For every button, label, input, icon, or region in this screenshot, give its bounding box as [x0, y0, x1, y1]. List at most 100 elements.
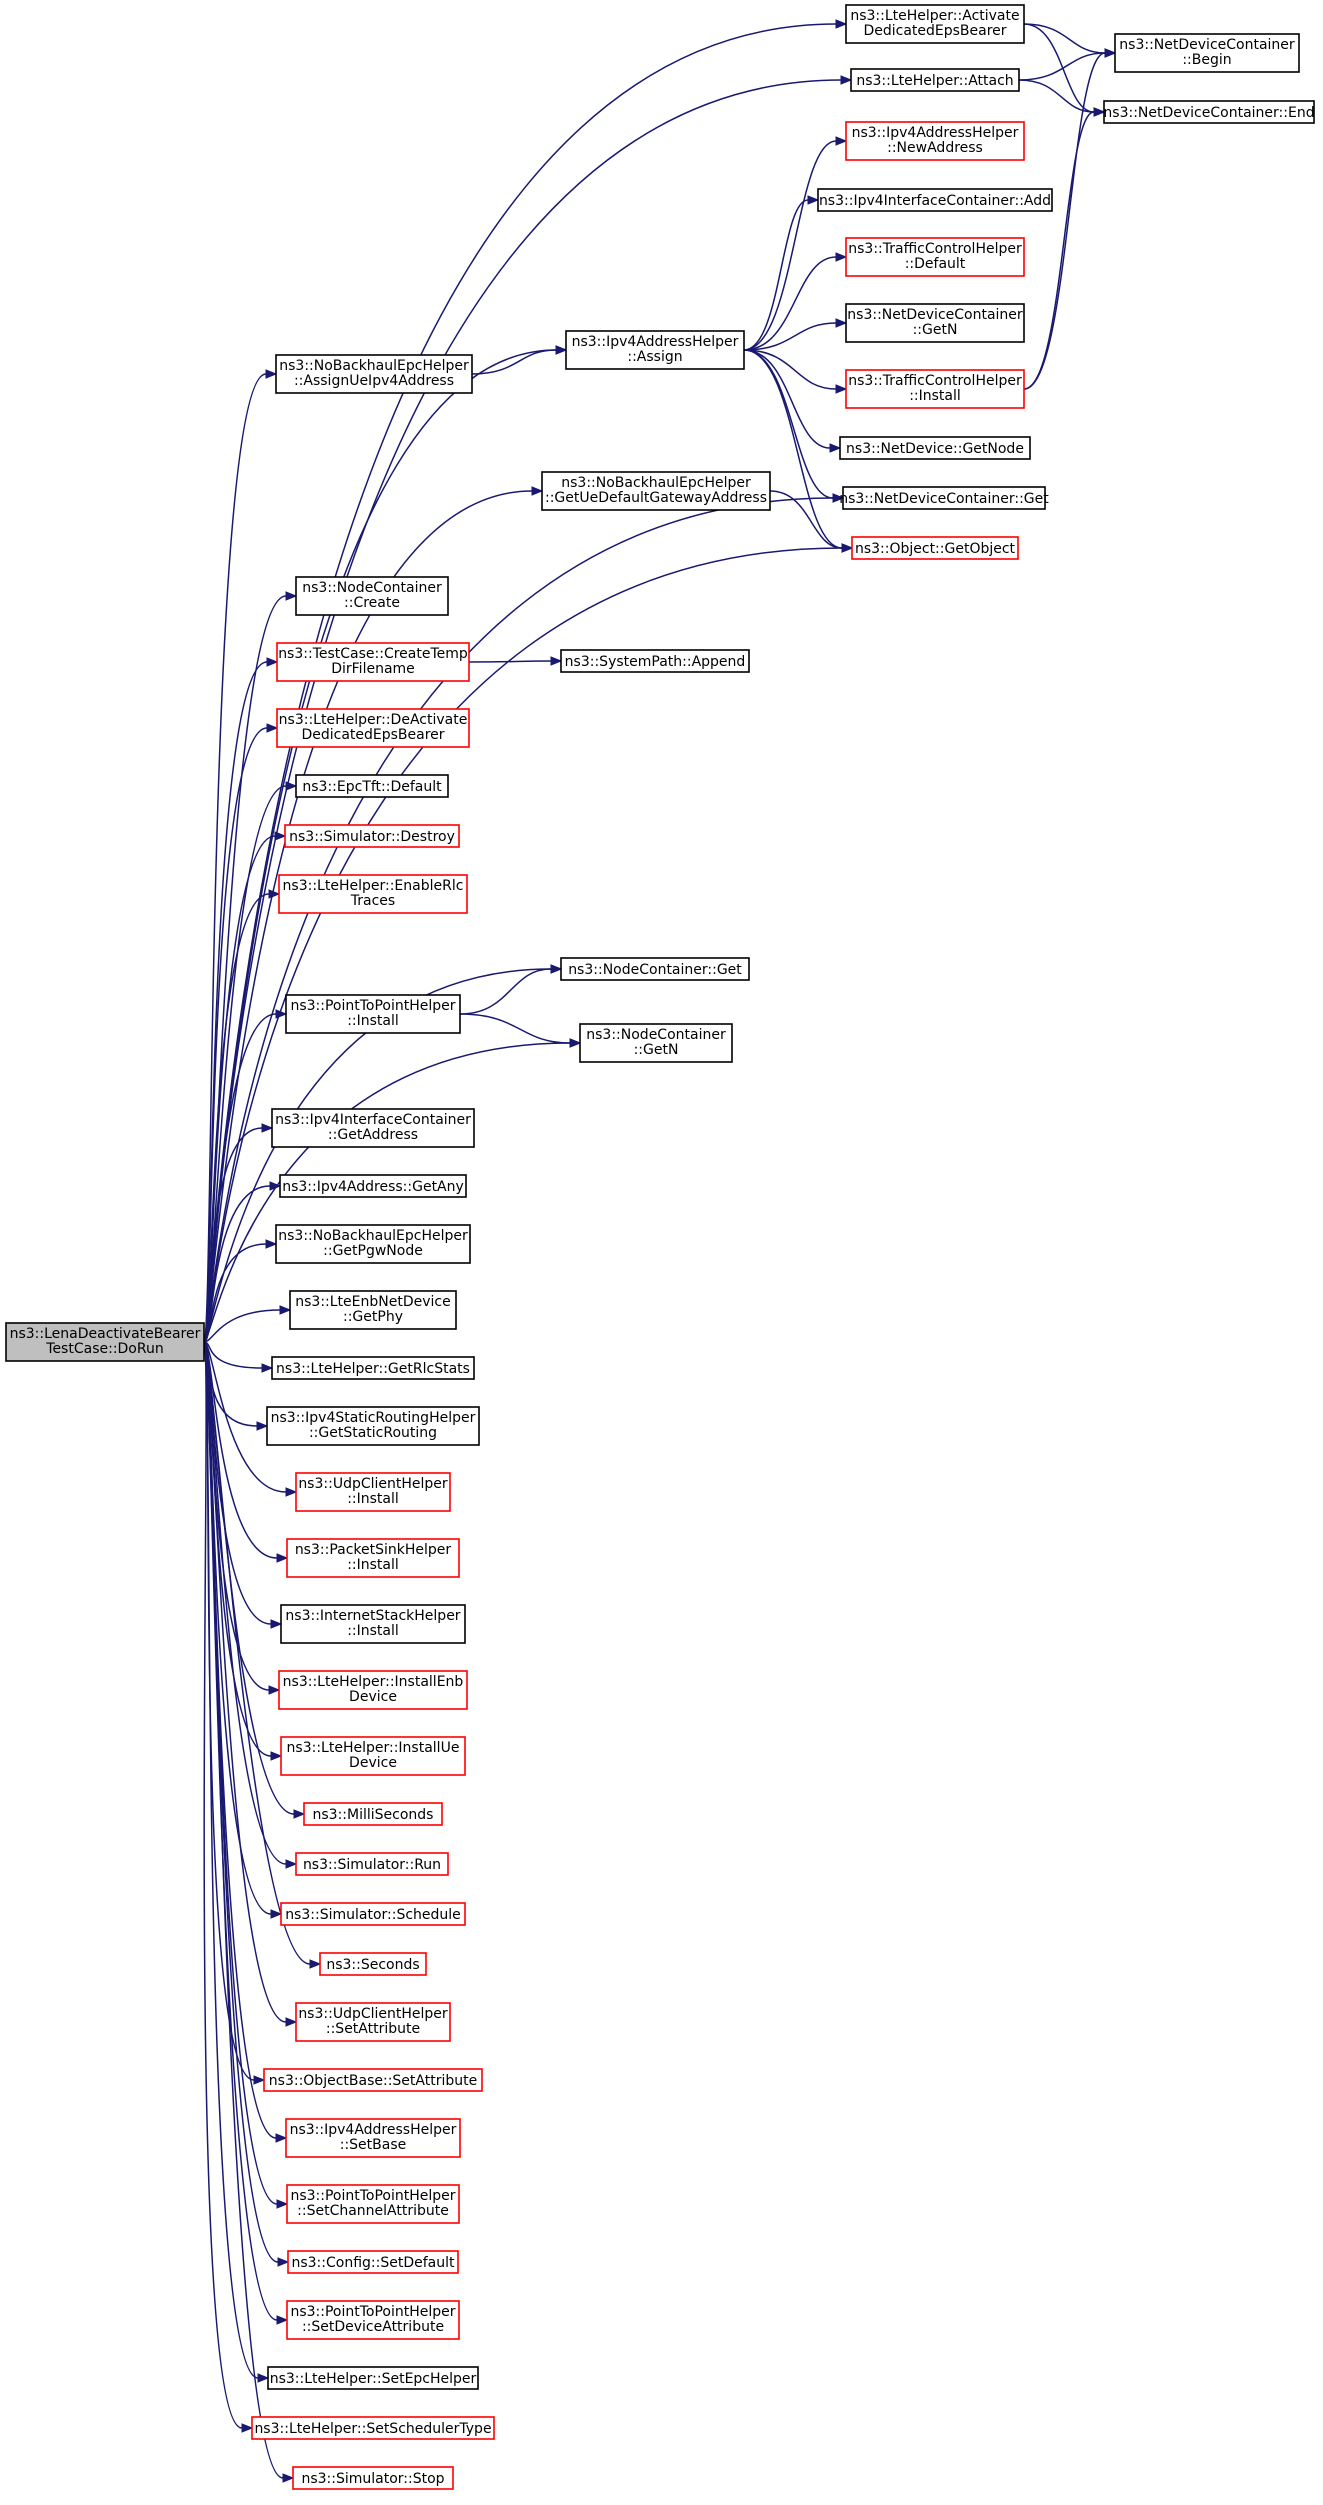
graph-node-activate[interactable]: ns3::LteHelper::ActivateDedicatedEpsBear… [845, 4, 1025, 44]
node-box [839, 436, 1031, 460]
graph-node-assignUe[interactable]: ns3::NoBackhaulEpcHelper::AssignUeIpv4Ad… [275, 354, 473, 394]
graph-node-ndcBegin[interactable]: ns3::NetDeviceContainer::Begin [1114, 33, 1300, 73]
edge-arrowhead [829, 443, 842, 453]
graph-node-simDestroy[interactable]: ns3::Simulator::Destroy [284, 824, 460, 848]
edge-arrowhead [309, 1959, 322, 1969]
edge-layer [203, 19, 1117, 2483]
edge-root-to-udpSetAttr [203, 1341, 287, 2023]
edge-root-to-udpInstall [203, 1341, 287, 1493]
graph-node-p2pInstall[interactable]: ns3::PointToPointHelper::Install [285, 994, 461, 1034]
node-box [560, 957, 750, 981]
graph-node-setBase[interactable]: ns3::Ipv4AddressHelper::SetBase [285, 2118, 461, 2158]
node-box [280, 1604, 466, 1644]
edge-arrowhead [265, 369, 278, 379]
edge-lteAttach-to-ndcBegin [1018, 52, 1106, 81]
node-label: ns3::MilliSeconds [313, 1807, 434, 1823]
graph-node-getPgw[interactable]: ns3::NoBackhaulEpcHelper::GetPgwNode [275, 1224, 471, 1264]
node-box [850, 68, 1020, 92]
graph-node-simSchedule[interactable]: ns3::Simulator::Schedule [280, 1902, 466, 1926]
graph-node-simStop[interactable]: ns3::Simulator::Stop [292, 2466, 454, 2490]
graph-node-seconds[interactable]: ns3::Seconds [319, 1952, 427, 1976]
node-box [266, 1406, 480, 1446]
graph-node-getObject[interactable]: ns3::Object::GetObject [851, 536, 1019, 560]
graph-node-iicGetAddr[interactable]: ns3::Ipv4InterfaceContainer::GetAddress [271, 1108, 475, 1148]
node-box [280, 1736, 466, 1776]
node-label: ::Install [909, 388, 961, 404]
graph-node-deActivate[interactable]: ns3::LteHelper::DeActivateDedicatedEpsBe… [276, 708, 470, 748]
graph-node-ndcGetN[interactable]: ns3::NetDeviceContainer::GetN [845, 303, 1025, 343]
edge-arrowhead [276, 1553, 289, 1563]
graph-node-udpInstall[interactable]: ns3::UdpClientHelper::Install [295, 1472, 451, 1512]
graph-node-newAddress[interactable]: ns3::Ipv4AddressHelper::NewAddress [845, 121, 1025, 161]
node-box [842, 486, 1046, 510]
edge-arrowhead [266, 657, 279, 667]
node-label: ::Assign [627, 349, 682, 365]
graph-node-milli[interactable]: ns3::MilliSeconds [303, 1802, 443, 1826]
graph-node-inetInstall[interactable]: ns3::InternetStackHelper::Install [280, 1604, 466, 1644]
graph-node-ncGetN[interactable]: ns3::NodeContainer::GetN [579, 1023, 733, 1063]
node-label: ::GetUeDefaultGatewayAddress [545, 490, 767, 506]
edge-arrowhead [270, 1751, 283, 1761]
node-label: ns3::LteEnbNetDevice [295, 1294, 450, 1310]
graph-node-udpSetAttr[interactable]: ns3::UdpClientHelper::SetAttribute [295, 2002, 451, 2042]
graph-node-simRun[interactable]: ns3::Simulator::Run [295, 1852, 449, 1876]
graph-node-iicAdd[interactable]: ns3::Ipv4InterfaceContainer::Add [817, 188, 1053, 212]
edge-arrowhead [253, 2075, 266, 2085]
node-box [1114, 33, 1300, 73]
edge-arrowhead [268, 889, 281, 899]
graph-node-ipv4Assign[interactable]: ns3::Ipv4AddressHelper::Assign [565, 330, 745, 370]
edge-arrowhead [531, 486, 544, 496]
node-label: DirFilename [331, 661, 415, 677]
node-label: ::Default [905, 256, 966, 272]
node-label: ns3::Ipv4StaticRoutingHelper [271, 1410, 476, 1426]
graph-node-ncGet[interactable]: ns3::NodeContainer::Get [560, 957, 750, 981]
graph-node-setSched[interactable]: ns3::LteHelper::SetSchedulerType [251, 2416, 495, 2440]
node-box [287, 2250, 459, 2274]
graph-node-objSetAttr[interactable]: ns3::ObjectBase::SetAttribute [263, 2068, 483, 2092]
graph-node-ndGetNode[interactable]: ns3::NetDevice::GetNode [839, 436, 1031, 460]
graph-node-sysAppend[interactable]: ns3::SystemPath::Append [560, 649, 750, 673]
edge-arrowhead [268, 1685, 281, 1695]
graph-node-epcDefault[interactable]: ns3::EpcTft::Default [295, 774, 449, 798]
graph-node-getPhy[interactable]: ns3::LteEnbNetDevice::GetPhy [289, 1290, 457, 1330]
graph-node-sinkInstall[interactable]: ns3::PacketSinkHelper::Install [286, 1538, 460, 1578]
node-label: ns3::NodeContainer::Get [568, 962, 742, 978]
edge-arrowhead [1093, 107, 1106, 117]
edge-getUeGw-to-getObject [769, 490, 843, 549]
graph-node-ndcGet[interactable]: ns3::NetDeviceContainer::Get [839, 486, 1049, 510]
node-label: ns3::ObjectBase::SetAttribute [269, 2073, 477, 2089]
node-box [295, 576, 449, 616]
graph-node-cfgSetDefault[interactable]: ns3::Config::SetDefault [287, 2250, 459, 2274]
node-box [319, 1952, 427, 1976]
graph-node-setDevAttr[interactable]: ns3::PointToPointHelper::SetDeviceAttrib… [286, 2300, 460, 2340]
edge-lteAttach-to-ndcEnd [1018, 79, 1095, 113]
edge-arrowhead [832, 493, 845, 503]
graph-node-setEpc[interactable]: ns3::LteHelper::SetEpcHelper [267, 2366, 479, 2390]
graph-node-setChanAttr[interactable]: ns3::PointToPointHelper::SetChannelAttri… [286, 2184, 460, 2224]
graph-node-ndcEnd[interactable]: ns3::NetDeviceContainer::End [1103, 100, 1315, 124]
edge-arrowhead [275, 2133, 288, 2143]
edge-root-to-ndcGet [203, 497, 834, 1343]
graph-node-staticRouting[interactable]: ns3::Ipv4StaticRoutingHelper::GetStaticR… [266, 1406, 480, 1446]
node-label: ns3::Seconds [326, 1957, 419, 1973]
graph-node-rlcStats[interactable]: ns3::LteHelper::GetRlcStats [271, 1356, 475, 1380]
node-label: ns3::NetDeviceContainer::Get [839, 491, 1049, 507]
graph-node-ncCreate[interactable]: ns3::NodeContainer::Create [295, 576, 449, 616]
graph-node-getUeGw[interactable]: ns3::NoBackhaulEpcHelper::GetUeDefaultGa… [541, 471, 771, 511]
edge-p2pInstall-to-ncGet [459, 968, 552, 1015]
graph-node-tchDefault[interactable]: ns3::TrafficControlHelper::Default [845, 237, 1025, 277]
node-box [271, 1108, 475, 1148]
edge-activate-to-ndcBegin [1023, 23, 1106, 54]
graph-node-tchInstall[interactable]: ns3::TrafficControlHelper::Install [845, 369, 1025, 409]
graph-node-ipv4GetAny[interactable]: ns3::Ipv4Address::GetAny [279, 1174, 467, 1198]
node-box [280, 1902, 466, 1926]
graph-node-lteAttach[interactable]: ns3::LteHelper::Attach [850, 68, 1020, 92]
node-box [579, 1023, 733, 1063]
node-label: ns3::InternetStackHelper [285, 1608, 460, 1624]
node-label: ns3::SystemPath::Append [565, 654, 746, 670]
